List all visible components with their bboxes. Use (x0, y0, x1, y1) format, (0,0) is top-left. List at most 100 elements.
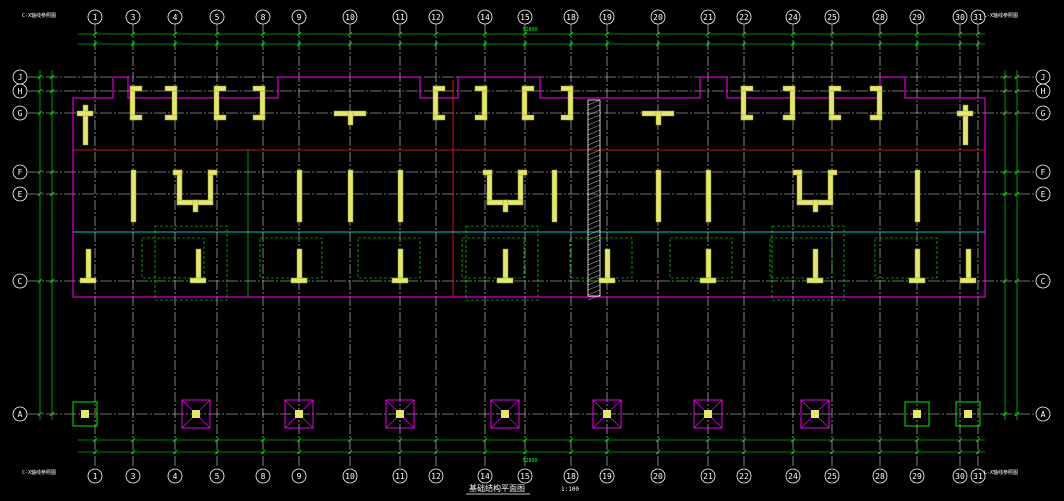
hatch-line (587, 274, 601, 281)
shear-wall (914, 169, 921, 223)
dim-tick (705, 31, 711, 37)
hatch-line (587, 224, 601, 231)
dim-tick (1014, 278, 1020, 284)
shear-wall (792, 169, 803, 176)
dim-tick (877, 31, 883, 37)
hatch-line (587, 149, 601, 156)
dim-tick (604, 31, 610, 37)
shear-wall (869, 85, 883, 92)
strip-footing-outline (769, 237, 833, 279)
axis-bubble-bottom-24 (785, 468, 801, 484)
dim-tick (877, 449, 883, 455)
pile-cap (181, 399, 211, 429)
dim-tick (260, 437, 266, 443)
axis-label-right-E: E (1041, 190, 1046, 199)
column-stub (396, 410, 404, 418)
dim-tick (975, 449, 981, 455)
axis-label-bottom-31: 31 (973, 472, 983, 481)
strip-footing-outline (669, 237, 733, 279)
shear-wall (502, 199, 509, 213)
axis-bubble-top-9 (291, 9, 307, 25)
axis-label-bottom-9: 9 (297, 472, 302, 481)
axis-bubble-left-A (12, 406, 28, 422)
column-stub (704, 410, 712, 418)
dim-tick (655, 41, 661, 47)
dim-tick (260, 449, 266, 455)
shear-wall (812, 199, 819, 213)
dim-tick (49, 411, 55, 417)
dim-tick (92, 41, 98, 47)
strip-footing-outline (259, 237, 323, 279)
hatch-line (587, 244, 601, 251)
axis-label-right-F: F (1041, 168, 1046, 177)
dim-tick (172, 41, 178, 47)
dim-tick (957, 437, 963, 443)
strip-footing-outline (569, 237, 633, 279)
axis-bubble-right-C (1035, 273, 1051, 289)
column-stub (501, 410, 509, 418)
dim-tick (914, 449, 920, 455)
axis-label-top-15: 15 (520, 13, 530, 22)
axis-bubble-top-22 (736, 9, 752, 25)
pile-cap (592, 399, 622, 429)
axis-label-top-12: 12 (431, 13, 441, 22)
dim-tick (130, 31, 136, 37)
axis-label-bottom-3: 3 (131, 472, 136, 481)
hatch-line (587, 189, 601, 196)
hatch-line (587, 284, 601, 291)
shear-wall (655, 110, 662, 126)
dim-tick (914, 437, 920, 443)
axis-bubble-top-12 (428, 9, 444, 25)
dim-tick (522, 449, 528, 455)
dim-tick (914, 31, 920, 37)
pile-cap (72, 401, 98, 427)
axis-bubble-top-1 (87, 9, 103, 25)
shear-wall (296, 169, 303, 223)
dim-tick (568, 31, 574, 37)
dim-tick (433, 31, 439, 37)
axis-bubble-right-G (1035, 105, 1051, 121)
shear-wall (517, 169, 528, 176)
dim-tick (482, 449, 488, 455)
shear-wall (827, 169, 838, 176)
strip-footing-outline (357, 237, 421, 279)
corner-note-top-left: C-X轴线参照图 (22, 12, 56, 19)
axis-bubble-bottom-14 (477, 468, 493, 484)
dim-tick (1002, 278, 1008, 284)
hatch-line (587, 129, 601, 136)
hatch-line (587, 259, 601, 266)
hatch-line (587, 254, 601, 261)
pile-cap (904, 401, 930, 427)
combined-footing-outline (771, 225, 845, 301)
dim-tick (49, 88, 55, 94)
hatch-line (587, 104, 601, 111)
dim-tick (49, 169, 55, 175)
shear-wall (474, 114, 488, 121)
shear-wall (76, 110, 94, 117)
axis-bubble-top-5 (209, 9, 225, 25)
axis-bubble-bottom-25 (824, 468, 840, 484)
shear-wall (740, 114, 754, 121)
dim-tick (347, 31, 353, 37)
corner-note-bottom-right: L-X轴线参照图 (984, 469, 1018, 476)
axis-label-bottom-25: 25 (827, 472, 837, 481)
dim-tick (741, 41, 747, 47)
axis-bubble-top-11 (392, 9, 408, 25)
axis-bubble-top-8 (255, 9, 271, 25)
axis-label-top-19: 19 (602, 13, 612, 22)
dim-tick (790, 437, 796, 443)
hatch-line (587, 174, 601, 181)
dim-tick (741, 449, 747, 455)
shear-wall (598, 277, 616, 284)
axis-label-left-A: A (18, 410, 23, 419)
shear-wall (956, 110, 974, 117)
dim-tick (397, 41, 403, 47)
axis-label-bottom-5: 5 (215, 472, 220, 481)
dim-tick (522, 41, 528, 47)
axis-bubble-bottom-5 (209, 468, 225, 484)
dim-tick (522, 437, 528, 443)
axis-bubble-bottom-3 (125, 468, 141, 484)
dim-tick (1014, 74, 1020, 80)
dim-tick (172, 31, 178, 37)
